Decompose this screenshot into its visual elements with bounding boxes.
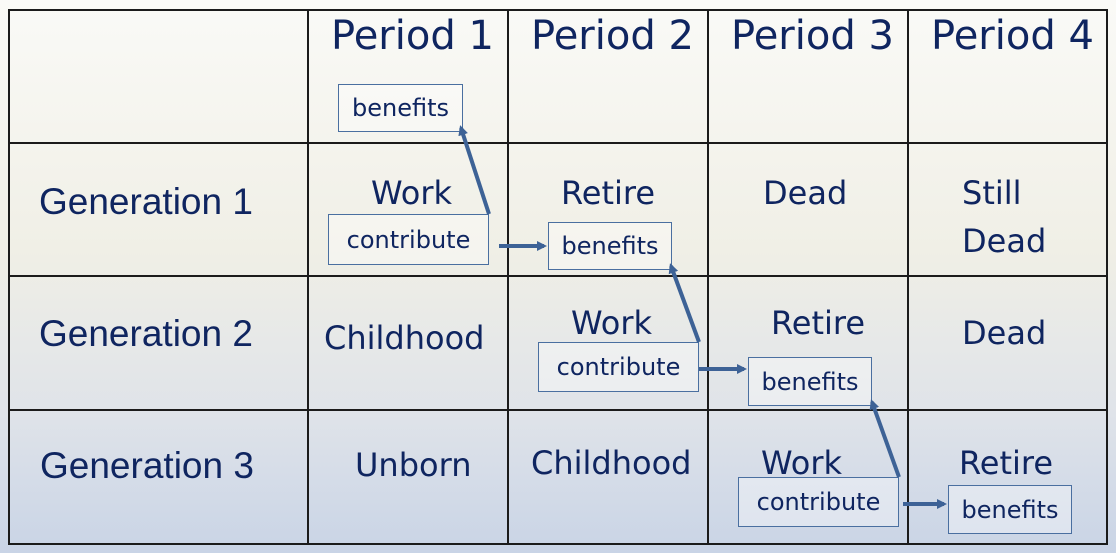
grid-line [8, 543, 1108, 545]
g1-period3-state: Dead [763, 174, 848, 212]
generations-table [8, 9, 1108, 545]
g3-period4-state: Retire [959, 444, 1054, 482]
grid-line [507, 9, 509, 545]
g2-period2-state: Work [571, 304, 653, 342]
benefits-box-g3: benefits [948, 485, 1072, 534]
grid-line [307, 9, 309, 545]
period-1-header: Period 1 [331, 13, 494, 59]
contribute-box-g2: contribute [538, 342, 699, 392]
g1-period4-state-line2: Dead [962, 222, 1047, 260]
generation-1-label: Generation 1 [39, 181, 253, 222]
contribute-box-g3: contribute [738, 477, 899, 527]
grid-line [1106, 9, 1108, 545]
g1-period4-state-line1: Still [962, 174, 1022, 212]
grid-line [8, 275, 1108, 277]
grid-line [8, 409, 1108, 411]
period-2-header: Period 2 [531, 13, 694, 59]
grid-line [907, 9, 909, 545]
g2-period3-state: Retire [771, 304, 866, 342]
benefits-box-period1: benefits [338, 84, 463, 132]
contribute-box-g1: contribute [328, 214, 489, 265]
g1-period1-state: Work [371, 174, 453, 212]
g3-period1-state: Unborn [355, 446, 472, 484]
grid-line [8, 9, 10, 545]
grid-line [707, 9, 709, 545]
g1-period2-state: Retire [561, 174, 656, 212]
generation-2-label: Generation 2 [39, 313, 253, 354]
g3-period2-state: Childhood [531, 444, 692, 482]
grid-line [8, 9, 1108, 11]
grid-line [8, 142, 1108, 144]
period-3-header: Period 3 [731, 13, 894, 59]
period-4-header: Period 4 [931, 13, 1094, 59]
generation-3-label: Generation 3 [40, 445, 254, 486]
benefits-box-g2: benefits [748, 357, 872, 406]
g3-period3-state: Work [761, 444, 843, 482]
g2-period4-state: Dead [962, 314, 1047, 352]
g2-period1-state: Childhood [324, 319, 485, 357]
benefits-box-g1: benefits [548, 222, 672, 270]
